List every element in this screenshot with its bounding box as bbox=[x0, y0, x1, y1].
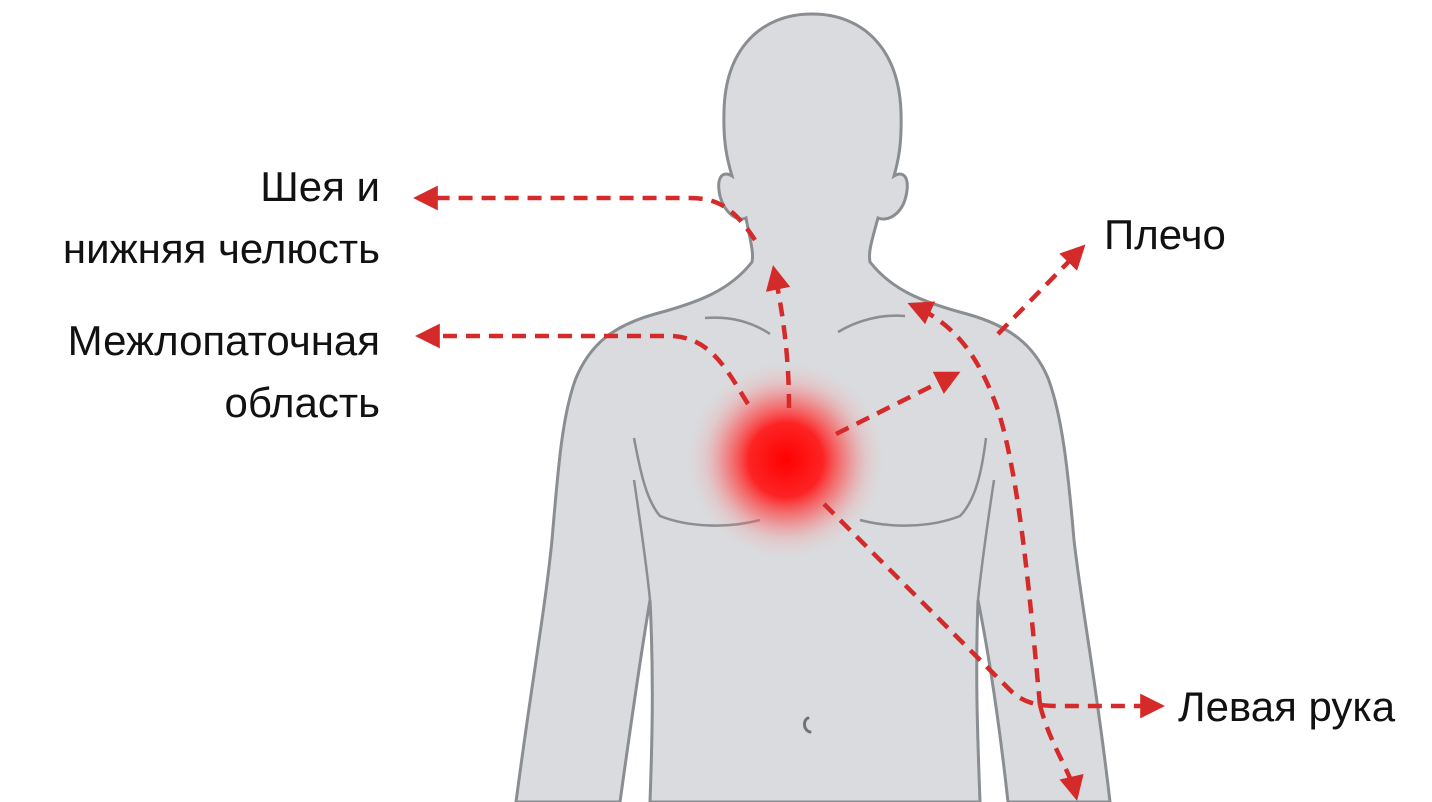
label-neck-jaw-line-1: Шея и bbox=[63, 156, 380, 218]
chest-pain-glow-icon bbox=[688, 362, 884, 558]
label-interscapular: Межлопаточная область bbox=[68, 310, 380, 434]
arrow-shoulder bbox=[998, 248, 1082, 334]
label-interscapular-line-1: Межлопаточная bbox=[68, 310, 380, 372]
label-interscapular-line-2: область bbox=[68, 372, 380, 434]
label-left-arm: Левая рука bbox=[1178, 676, 1395, 738]
label-shoulder: Плечо bbox=[1104, 204, 1226, 266]
label-neck-jaw-line-2: нижняя челюсть bbox=[63, 218, 380, 280]
label-neck-jaw: Шея и нижняя челюсть bbox=[63, 156, 380, 280]
arrow-neck-jaw bbox=[418, 198, 755, 240]
